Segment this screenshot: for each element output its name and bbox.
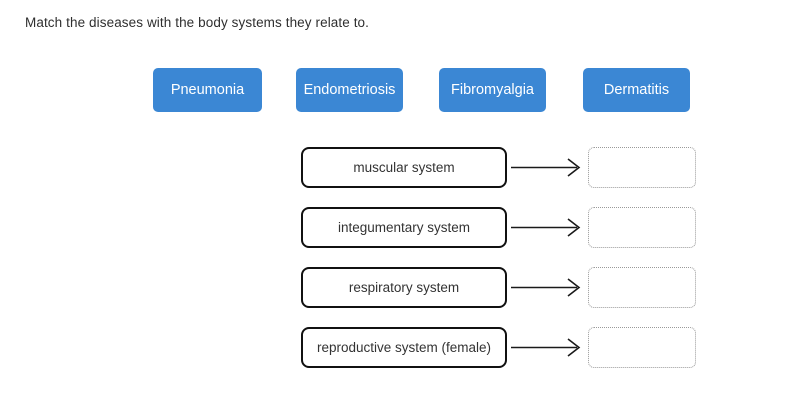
match-row: muscular system xyxy=(0,147,787,189)
drop-target-reproductive[interactable] xyxy=(588,327,696,368)
answer-tile-dermatitis[interactable]: Dermatitis xyxy=(583,68,690,112)
arrow-icon xyxy=(511,218,581,237)
arrow-icon xyxy=(511,278,581,297)
answer-tile-fibromyalgia[interactable]: Fibromyalgia xyxy=(439,68,546,112)
arrow-icon xyxy=(511,158,581,177)
drop-target-muscular[interactable] xyxy=(588,147,696,188)
system-label-reproductive: reproductive system (female) xyxy=(301,327,507,368)
answer-tile-label: Fibromyalgia xyxy=(451,82,534,98)
system-label-text: respiratory system xyxy=(348,280,460,295)
answer-tile-bank: Pneumonia Endometriosis Fibromyalgia Der… xyxy=(0,68,787,112)
answer-tile-label: Dermatitis xyxy=(603,82,670,98)
match-row: reproductive system (female) xyxy=(0,327,787,369)
arrow-icon xyxy=(511,338,581,357)
match-row: respiratory system xyxy=(0,267,787,309)
answer-tile-pneumonia[interactable]: Pneumonia xyxy=(153,68,262,112)
system-label-text: integumentary system xyxy=(337,220,471,235)
system-label-muscular: muscular system xyxy=(301,147,507,188)
answer-tile-endometriosis[interactable]: Endometriosis xyxy=(296,68,403,112)
answer-tile-label: Pneumonia xyxy=(170,82,245,98)
drop-target-respiratory[interactable] xyxy=(588,267,696,308)
match-row: integumentary system xyxy=(0,207,787,249)
system-label-text: muscular system xyxy=(353,160,455,175)
answer-tile-label: Endometriosis xyxy=(303,82,396,98)
system-label-integumentary: integumentary system xyxy=(301,207,507,248)
drop-target-integumentary[interactable] xyxy=(588,207,696,248)
system-label-respiratory: respiratory system xyxy=(301,267,507,308)
system-label-text: reproductive system (female) xyxy=(316,340,492,355)
question-prompt: Match the diseases with the body systems… xyxy=(25,15,370,30)
